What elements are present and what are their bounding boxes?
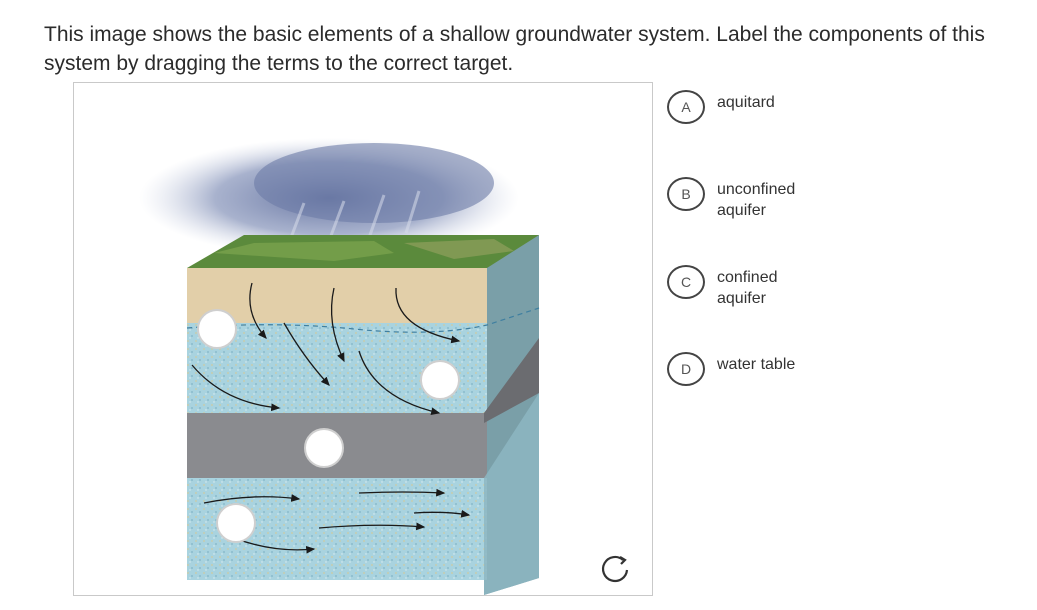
drop-target-water-table[interactable] bbox=[197, 309, 237, 349]
drop-target-unconfined-aquifer[interactable] bbox=[420, 360, 460, 400]
term-label: water table bbox=[717, 356, 796, 373]
reset-icon[interactable] bbox=[598, 551, 634, 587]
term-confined-aquifer[interactable]: C confined aquifer bbox=[667, 265, 797, 309]
cloud bbox=[139, 138, 519, 258]
term-label: aquitard bbox=[717, 94, 775, 111]
term-unconfined-aquifer[interactable]: B unconfined aquifer bbox=[667, 177, 812, 221]
term-label: unconfined aquifer bbox=[717, 181, 796, 219]
term-label: confined aquifer bbox=[717, 269, 778, 307]
term-aquitard[interactable]: A aquitard bbox=[667, 90, 837, 124]
water-table-line bbox=[186, 307, 540, 333]
groundwater-diagram bbox=[139, 138, 540, 595]
groundwater-diagram-frame bbox=[73, 82, 653, 596]
term-badge-a: A bbox=[667, 90, 705, 124]
drop-target-aquitard[interactable] bbox=[304, 428, 344, 468]
term-water-table[interactable]: D water table bbox=[667, 352, 837, 386]
term-badge-d: D bbox=[667, 352, 705, 386]
flow-arrows bbox=[191, 282, 471, 554]
term-badge-b: B bbox=[667, 177, 705, 211]
drop-target-confined-aquifer[interactable] bbox=[216, 503, 256, 543]
soil-layer bbox=[187, 268, 487, 323]
term-badge-c: C bbox=[667, 265, 705, 299]
question-prompt: This image shows the basic elements of a… bbox=[44, 23, 985, 75]
